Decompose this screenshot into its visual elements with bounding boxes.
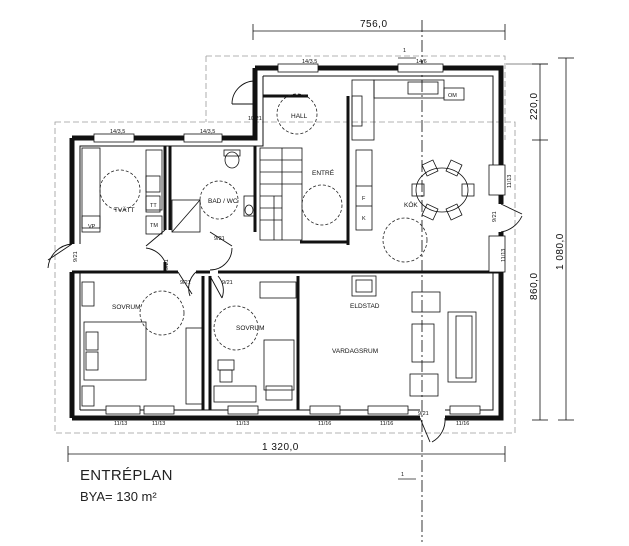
- living-room-furniture: [351, 275, 477, 397]
- dim-total-depth: 1 080,0: [555, 233, 566, 270]
- windows: [93, 63, 506, 415]
- exterior-walls-inner: [79, 75, 494, 411]
- window-label-tvatt-top: 14/3,5: [110, 129, 125, 135]
- room-label-hall: HALL: [291, 113, 308, 120]
- window-label-bottom-6: 11/16: [456, 421, 469, 427]
- room-label-sovrum-left: SOVRUM: [112, 304, 141, 311]
- door-label-left: 9/21: [73, 251, 79, 262]
- window-label-kok-right: 11/13: [507, 175, 513, 188]
- door-label-bad: 9/21: [214, 236, 225, 242]
- room-label-vardagsrum: VARDAGSRUM: [332, 348, 378, 355]
- interior-walls: [72, 94, 501, 410]
- fixture-label-tm: TM: [150, 223, 158, 229]
- dim-porch-depth: 220,0: [529, 92, 540, 120]
- fixture-label-tt: TT: [150, 203, 157, 209]
- door-label-hall: 10/21: [248, 116, 262, 122]
- window-label-bottom-2: 11/13: [152, 421, 165, 427]
- section-marker-bottom: 1: [401, 472, 404, 478]
- plan-area: BYA= 130 m²: [80, 489, 157, 504]
- window-label-bottom-1: 11/13: [114, 421, 127, 427]
- door-label-front: 9/21: [418, 411, 429, 417]
- window-label-bottom-5: 11/16: [380, 421, 393, 427]
- room-label-bad: BAD / WC: [208, 198, 238, 205]
- fixture-label-om: OM: [448, 93, 457, 99]
- window-label-bad-top: 14/3,5: [200, 129, 215, 135]
- dim-main-depth: 860,0: [529, 272, 540, 300]
- staircase: [259, 147, 303, 241]
- window-label-bottom-3: 11/13: [236, 421, 249, 427]
- section-marker-top: 1: [403, 48, 406, 54]
- room-label-kok: KÖK: [404, 201, 418, 209]
- fixture-label-f: F: [362, 196, 366, 202]
- door-label-sovrum-1: 9/21: [180, 280, 191, 286]
- window-label-hall-top: 14/3,5: [302, 59, 317, 65]
- room-label-eldstad: ELDSTAD: [350, 303, 380, 310]
- dim-total-width: 1 320,0: [262, 442, 299, 453]
- room-label-tvatt: TVÄTT: [114, 206, 135, 214]
- window-label-kok-top: 14/6: [416, 59, 427, 65]
- window-label-right-low: 11/13: [501, 249, 507, 262]
- door-label-sovrum-2: 9/21: [222, 280, 233, 286]
- fixture-label-k: K: [362, 216, 366, 222]
- door-label-tvatt: 9/21: [164, 259, 170, 270]
- exterior-walls: [69, 65, 504, 421]
- plan-title: ENTRÉPLAN: [80, 467, 173, 484]
- plan-title-block: ENTRÉPLAN BYA= 130 m²: [80, 467, 173, 504]
- room-label-entre: ENTRÉ: [312, 168, 335, 177]
- room-label-sovrum-mid: SOVRUM: [236, 325, 265, 332]
- property-boundary: [54, 55, 516, 434]
- doors: [47, 80, 523, 443]
- dimension-lines: [67, 24, 574, 462]
- dim-top-width: 756,0: [360, 19, 388, 30]
- turning-circles: [99, 93, 428, 351]
- section-line: 1 1: [398, 20, 423, 542]
- fixture-label-vp: VP: [88, 224, 96, 230]
- bedroom-furniture: [81, 281, 297, 407]
- kitchen-furniture: [351, 79, 475, 231]
- bath-furniture: [81, 147, 255, 235]
- window-label-bottom-4: 11/16: [318, 421, 331, 427]
- door-label-right: 9/21: [492, 211, 498, 222]
